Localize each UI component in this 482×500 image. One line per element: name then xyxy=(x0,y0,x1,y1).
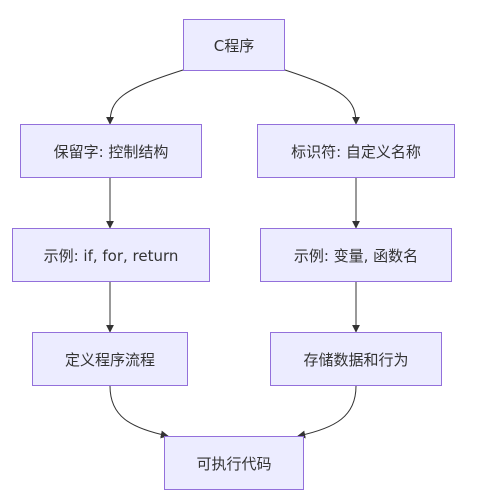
node-label: 标识符: 自定义名称 xyxy=(291,142,421,161)
edge-store-data-to-executable xyxy=(297,385,357,439)
node-label: 存储数据和行为 xyxy=(303,350,409,369)
node-label: 示例: if, for, return xyxy=(43,246,179,265)
edge-define-flow-to-executable xyxy=(109,385,169,439)
edge-c-program-to-identifiers xyxy=(284,69,360,125)
node-identifier-example: 示例: 变量, 函数名 xyxy=(260,228,452,282)
node-c-program: C程序 xyxy=(183,19,285,71)
node-identifiers: 标识符: 自定义名称 xyxy=(257,124,455,178)
node-reserved-words: 保留字: 控制结构 xyxy=(20,124,202,178)
node-label: C程序 xyxy=(213,36,255,55)
node-define-flow: 定义程序流程 xyxy=(32,332,188,386)
node-label: 示例: 变量, 函数名 xyxy=(293,246,419,265)
edge-c-program-to-reserved-words xyxy=(106,69,184,125)
node-reserved-example: 示例: if, for, return xyxy=(12,228,210,282)
node-executable-code: 可执行代码 xyxy=(164,436,304,490)
node-store-data: 存储数据和行为 xyxy=(270,332,442,386)
node-label: 保留字: 控制结构 xyxy=(53,142,169,161)
node-label: 定义程序流程 xyxy=(64,350,155,369)
node-label: 可执行代码 xyxy=(196,454,272,473)
